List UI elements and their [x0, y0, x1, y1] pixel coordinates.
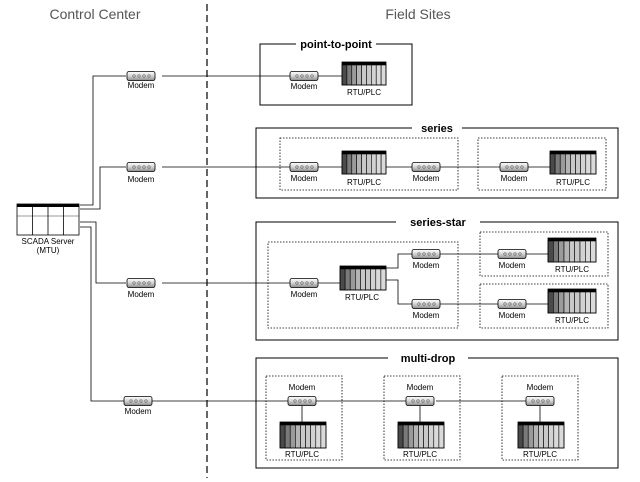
modem-label: Modem: [413, 261, 440, 270]
rtu-label: RTU/PLC: [555, 316, 589, 325]
field-sites-header: Field Sites: [385, 6, 450, 22]
modem-label: Modem: [291, 82, 318, 91]
modem-label: Modem: [499, 311, 526, 320]
modem-icon: [123, 396, 153, 406]
modem-label: Modem: [128, 175, 155, 184]
rtu-plc-icon: [547, 237, 597, 263]
rtu-plc-icon: [279, 421, 327, 449]
site-group: [479, 283, 609, 329]
server-rack-icon: [16, 203, 80, 236]
server-label: SCADA Server: [22, 237, 75, 246]
modem-icon: [411, 162, 441, 172]
rtu-label: RTU/PLC: [556, 178, 590, 187]
rtu-label: RTU/PLC: [347, 178, 381, 187]
modem-icon: [411, 299, 441, 309]
point-to-point-section: point-to-point: [259, 38, 413, 106]
modem-label: Modem: [501, 174, 528, 183]
modem-icon: [289, 278, 319, 288]
site-group: [501, 375, 579, 461]
modem-label: Modem: [291, 290, 318, 299]
modem-icon: [497, 249, 527, 259]
modem-icon: [289, 162, 319, 172]
server-sublabel: (MTU): [37, 246, 60, 255]
series-star-title: series-star: [410, 217, 466, 229]
modem-label: Modem: [128, 81, 155, 90]
modem-label: Modem: [499, 261, 526, 270]
connection-lines: [80, 75, 550, 422]
modem-icon: [405, 396, 435, 406]
modem-icon: [289, 71, 319, 81]
control-center-header: Control Center: [49, 6, 140, 22]
rtu-plc-icon: [549, 150, 597, 175]
site-group: [477, 137, 607, 191]
section-frame: [259, 43, 413, 106]
rtu-label: RTU/PLC: [285, 450, 319, 459]
modem-label: Modem: [289, 383, 316, 392]
modem-label: Modem: [125, 407, 152, 416]
rtu-label: RTU/PLC: [345, 293, 379, 302]
modem-icon: [497, 299, 527, 309]
modem-icon: [411, 249, 441, 259]
modem-icon: [126, 278, 156, 288]
series-title: series: [421, 123, 453, 135]
modem-icon: [126, 71, 156, 81]
section-frame: [255, 357, 619, 469]
rtu-plc-icon: [341, 150, 387, 175]
point-to-point-title: point-to-point: [300, 39, 372, 51]
site-group: [279, 137, 459, 191]
rtu-plc-icon: [397, 421, 445, 449]
modem-label: Modem: [527, 383, 554, 392]
modem-label: Modem: [407, 383, 434, 392]
multi-drop-section: multi-drop: [255, 352, 619, 469]
device-icons: [16, 61, 597, 449]
rtu-plc-icon: [547, 288, 597, 314]
modem-icon: [287, 396, 317, 406]
modem-label: Modem: [128, 290, 155, 299]
rtu-plc-icon: [341, 61, 387, 86]
multi-drop-title: multi-drop: [401, 353, 456, 365]
modem-icon: [499, 162, 529, 172]
modem-icon: [126, 162, 156, 172]
site-group: [383, 375, 461, 461]
rtu-plc-icon: [339, 265, 387, 291]
modem-label: Modem: [291, 174, 318, 183]
site-group: [265, 375, 343, 461]
modem-label: Modem: [413, 311, 440, 320]
rtu-label: RTU/PLC: [347, 88, 381, 97]
modem-icon: [525, 396, 555, 406]
rtu-label: RTU/PLC: [403, 450, 437, 459]
rtu-plc-icon: [517, 421, 565, 449]
rtu-label: RTU/PLC: [555, 265, 589, 274]
modem-label: Modem: [413, 174, 440, 183]
rtu-label: RTU/PLC: [523, 450, 557, 459]
